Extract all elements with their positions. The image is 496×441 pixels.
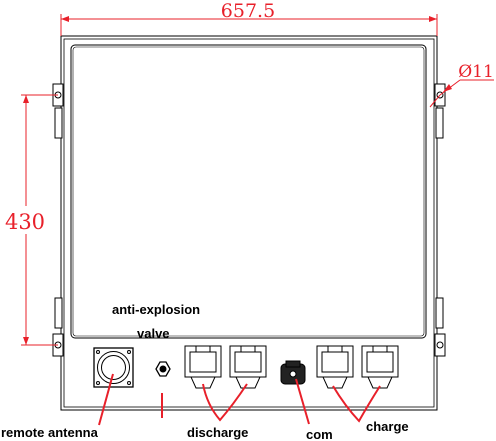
bracket-top-left-stub xyxy=(54,107,63,139)
width-dimension xyxy=(60,14,438,36)
com-pin xyxy=(289,370,297,378)
antenna-screw-br xyxy=(127,381,131,385)
height-text-backdrop xyxy=(4,206,46,234)
charge-connector-1 xyxy=(316,345,354,389)
antenna-screw-bl xyxy=(96,381,100,385)
discharge1-latch xyxy=(189,346,217,373)
charge1-base xyxy=(322,376,348,389)
com-label: com xyxy=(306,427,333,441)
width-arrow-right xyxy=(429,16,437,22)
com-connector xyxy=(280,360,306,385)
enclosure-outer-frame xyxy=(60,35,438,411)
valve-core xyxy=(159,365,167,373)
antenna-leader xyxy=(98,373,114,426)
bracket-hole-bottom-right xyxy=(436,341,444,349)
bracket-bottom-left-stub xyxy=(54,297,63,329)
com-top xyxy=(285,360,301,368)
discharge-connector-2 xyxy=(229,345,267,389)
remote-antenna-label: remote antenna xyxy=(1,425,99,440)
hole-leader-tail xyxy=(429,94,441,108)
discharge-leader xyxy=(202,383,248,422)
valve-label: valve xyxy=(137,326,170,341)
charge-connector-2 xyxy=(361,345,399,389)
discharge-connector-1 xyxy=(184,345,222,389)
display-window-inner xyxy=(72,46,425,337)
charge2-base xyxy=(367,376,393,389)
discharge-label: discharge xyxy=(187,425,248,440)
antenna-socket xyxy=(101,355,126,380)
antenna-body xyxy=(97,351,130,384)
anti-explosion-valve xyxy=(155,361,171,377)
charge-leader xyxy=(332,385,381,423)
remote-antenna-connector xyxy=(93,347,134,388)
enclosure-inner-frame xyxy=(63,38,435,408)
valve-hex xyxy=(155,361,171,377)
discharge1-base xyxy=(190,376,216,389)
discharge2-base xyxy=(235,376,261,389)
height-arrow-bottom xyxy=(23,337,29,345)
height-dimension-text: 430 xyxy=(5,210,45,234)
charge-label: charge xyxy=(366,419,409,434)
hole-leader-arrow xyxy=(443,84,452,92)
height-arrow-top xyxy=(23,95,29,103)
components xyxy=(93,345,399,389)
antenna-screw-tr xyxy=(127,350,131,354)
antenna-flange xyxy=(93,347,134,388)
display-window xyxy=(70,44,427,339)
width-arrow-left xyxy=(61,16,69,22)
hole-diameter-leader xyxy=(429,79,494,108)
anti-explosion-label: anti-explosion xyxy=(112,302,200,317)
antenna-screw-tl xyxy=(96,350,100,354)
discharge2-latch xyxy=(234,346,262,373)
hole-diameter-text: Ø11 xyxy=(458,62,494,82)
width-dimension-text: 657.5 xyxy=(221,0,275,22)
charge1-latch xyxy=(321,346,349,373)
com-leader xyxy=(295,378,310,425)
charge2-latch xyxy=(366,346,394,373)
bracket-bottom-right-stub xyxy=(435,297,444,329)
enclosure-body xyxy=(60,35,438,411)
bracket-top-right-stub xyxy=(435,107,444,139)
annotation-leaders xyxy=(98,373,381,426)
